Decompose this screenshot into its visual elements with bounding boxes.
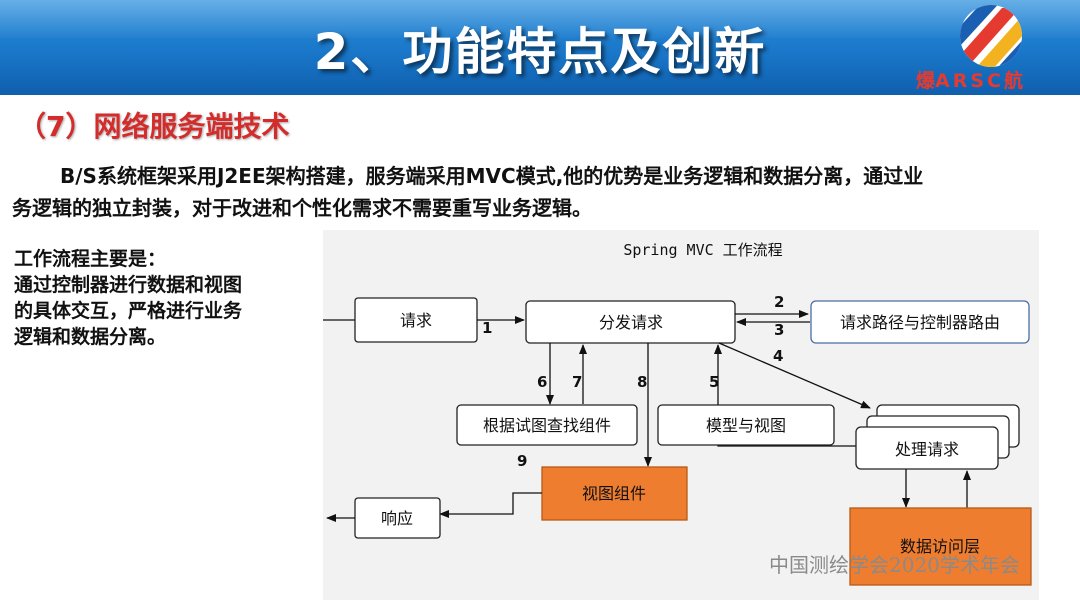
arrow-4	[718, 342, 871, 409]
diagram-title: Spring MVC 工作流程	[623, 241, 782, 259]
logo-acronym: ARSC	[935, 70, 1004, 92]
logo-wordmark: 爆ARSC航	[916, 66, 1066, 92]
watermark-text: 中国测绘学会2020学术年会	[769, 553, 1020, 577]
arrow-5	[714, 344, 871, 447]
routing-label: 请求路径与控制器路由	[840, 313, 1000, 332]
workflow-description: 工作流程主要是： 通过控制器进行数据和视图 的具体交互，严格进行业务 逻辑和数据…	[14, 246, 314, 350]
routing-box	[810, 300, 1030, 344]
step-6-label: 6	[537, 373, 547, 391]
step-2-label: 2	[774, 293, 784, 311]
step-4-label: 4	[773, 347, 783, 365]
workflow-line-4: 逻辑和数据分离。	[14, 326, 167, 348]
step-3-label: 3	[774, 321, 784, 339]
logo-left-char: 爆	[916, 70, 936, 92]
request-label: 请求	[400, 311, 432, 330]
dispatch-box	[525, 300, 736, 344]
intro-paragraph: B/S系统框架采用J2EE架构搭建，服务端采用MVC模式,他的优势是业务逻辑和数…	[12, 160, 1052, 224]
header-sheen	[0, 0, 1080, 38]
page-title: 2、功能特点及创新	[313, 23, 767, 81]
arsc-logo-emblem-icon	[960, 5, 1022, 67]
arrow-9	[439, 492, 542, 518]
view-component-label: 视图组件	[582, 484, 646, 503]
step-5-label: 5	[709, 373, 719, 391]
view-component-box	[541, 466, 688, 521]
intro-line-2: 务逻辑的独立封装，对于改进和个性化需求不需要重写业务逻辑。	[12, 196, 592, 220]
step-7-label: 7	[572, 373, 582, 391]
header-banner: 2、功能特点及创新 爆ARSC航	[0, 0, 1080, 95]
step-1-label: 1	[482, 319, 492, 337]
workflow-line-3: 的具体交互，严格进行业务	[14, 300, 243, 322]
spring-mvc-diagram-canvas: Spring MVC 工作流程 请求 1 分发请求 2 3 请求路径与控制器路由…	[323, 241, 1032, 586]
view-lookup-box	[456, 404, 638, 446]
model-view-label: 模型与视图	[706, 416, 786, 435]
handle-box	[855, 426, 999, 470]
data-access-box	[849, 507, 1032, 586]
workflow-line-1: 工作流程主要是：	[14, 248, 167, 270]
step-9-label: 9	[517, 452, 527, 470]
dispatch-label: 分发请求	[599, 313, 663, 332]
arsc-logo: 爆ARSC航	[916, 4, 1066, 92]
spring-mvc-diagram: Spring MVC 工作流程 请求 1 分发请求 2 3 请求路径与控制器路由…	[323, 230, 1039, 600]
intro-line-1: B/S系统框架采用J2EE架构搭建，服务端采用MVC模式,他的优势是业务逻辑和数…	[60, 164, 924, 188]
workflow-line-2: 通过控制器进行数据和视图	[14, 274, 243, 296]
view-lookup-label: 根据试图查找组件	[483, 416, 611, 435]
model-view-box	[657, 404, 835, 446]
handle-label: 处理请求	[895, 440, 959, 459]
step-8-label: 8	[637, 373, 647, 391]
logo-right-char: 航	[1003, 70, 1023, 92]
data-access-label: 数据访问层	[900, 537, 980, 556]
response-label: 响应	[381, 509, 413, 528]
section-subtitle: （7）网络服务端技术	[18, 110, 290, 143]
